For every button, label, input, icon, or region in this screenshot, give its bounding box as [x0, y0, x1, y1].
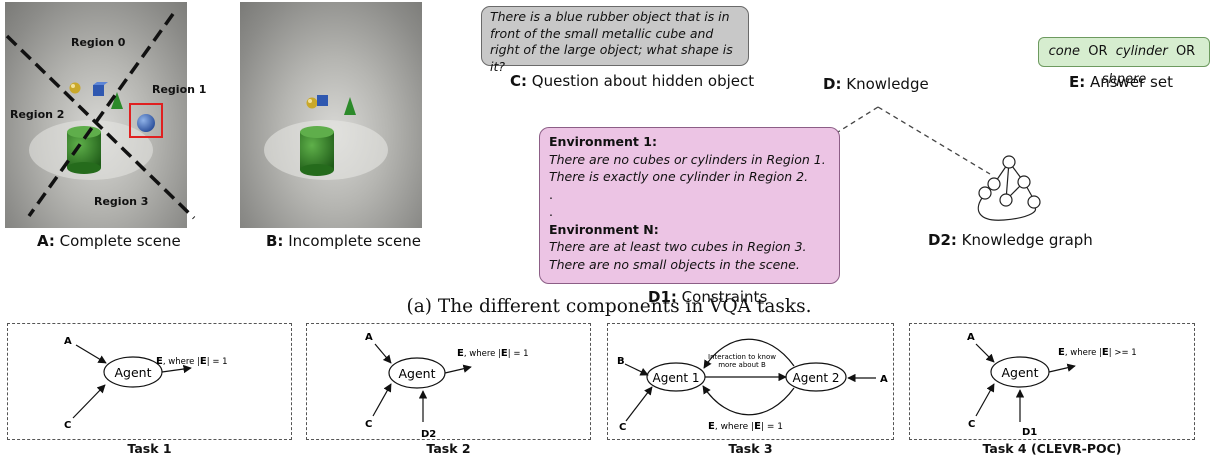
task-1-label: Task 1 — [127, 441, 172, 456]
input-c-label: C — [968, 419, 975, 430]
interaction-label-line-2: more about B — [718, 361, 766, 369]
task-4-panel: Agent A C D1 E, where |E| >= 1 — [909, 323, 1195, 440]
envN-title: Environment N: — [549, 221, 659, 237]
output-e-label: E — [708, 421, 715, 432]
input-a-label: A — [64, 336, 72, 347]
task-2-label: Task 2 — [426, 441, 471, 456]
input-c-label: C — [619, 422, 626, 433]
input-a-label: A — [880, 374, 888, 385]
env1-title: Environment 1: — [549, 134, 657, 149]
input-c-label: C — [365, 419, 372, 430]
agent-node: Agent — [1002, 365, 1039, 380]
caption-c: C: Question about hidden object — [510, 72, 755, 90]
output-e-label-2: E — [754, 421, 761, 432]
svg-text:E, where |E| >= 1: E, where |E| >= 1 — [1058, 347, 1137, 358]
agent-1-node: Agent 1 — [653, 371, 700, 385]
output-e-label: E — [457, 348, 464, 359]
envN-line-1: There are at least two cubes in Region 3… — [549, 239, 807, 254]
output-where-text: , where | — [715, 422, 754, 432]
output-cardinality: | = 1 — [761, 422, 783, 432]
ellipsis-dot-2: . — [549, 204, 553, 219]
caption-d1-visible: D1: Constraints — [648, 288, 768, 306]
incomplete-scene-image — [240, 2, 422, 228]
knowledge-graph-icon — [977, 155, 1041, 221]
caption-a: A: Complete scene — [37, 232, 181, 250]
env1-line-2: There is exactly one cylinder in Region … — [549, 169, 809, 184]
caption-e: E: Answer set — [1069, 73, 1173, 91]
complete-scene-image: Region 0 Region 1 Region 2 Region 3 — [5, 2, 206, 228]
task-3-panel: Agent 1 Agent 2 B C A Interaction to kno… — [607, 323, 894, 440]
output-e-label: E — [156, 356, 163, 367]
agent-node: Agent — [115, 365, 152, 380]
input-d1-label: D1 — [1022, 427, 1037, 438]
region-1-label: Region 1 — [152, 83, 206, 96]
constraints-box: Environment 1: There are no cubes or cyl… — [539, 127, 840, 284]
svg-text:E, where |E| = 1: E, where |E| = 1 — [708, 421, 783, 432]
or-separator-1: OR — [1088, 44, 1108, 59]
task-1-panel: Agent A C E, where |E| = 1 — [7, 323, 292, 440]
caption-d2: D2: Knowledge graph — [928, 231, 1093, 249]
region-0-label: Region 0 — [71, 36, 126, 49]
output-e-label-2: E — [200, 356, 207, 367]
figure-subcaption: (a) The different components in VQA task… — [406, 296, 812, 317]
agent-node: Agent — [399, 366, 436, 381]
answer-option-3: shpere — [1101, 72, 1147, 87]
knowledge-connector-lines — [837, 106, 991, 175]
question-text: There is a blue rubber object that is in… — [490, 9, 733, 74]
env1-line-1: There are no cubes or cylinders in Regio… — [549, 151, 826, 167]
input-a-label: A — [365, 332, 373, 343]
svg-text:E, where |E| = 1: E, where |E| = 1 — [156, 356, 228, 367]
region-2-label: Region 2 — [10, 108, 64, 121]
answer-option-2: cylinder — [1115, 44, 1168, 59]
interaction-label-line-1: Interaction to know — [708, 353, 776, 361]
output-where-text: , where | — [464, 349, 501, 359]
task-3-label: Task 3 — [728, 441, 773, 456]
question-box: There is a blue rubber object that is in… — [481, 6, 749, 74]
output-cardinality: | = 1 — [207, 357, 228, 367]
answer-set-box: cone OR cylinder OR shpere — [1038, 37, 1210, 87]
or-separator-2: OR — [1175, 44, 1196, 59]
ellipsis-dot-1: . — [549, 186, 553, 202]
region-3-label: Region 3 — [94, 195, 148, 208]
output-cardinality: | >= 1 — [1109, 348, 1137, 358]
task-2-panel: Agent A C D2 E, where |E| = 1 — [306, 323, 591, 440]
caption-b: B: Incomplete scene — [266, 232, 422, 250]
svg-text:E, where |E| = 1: E, where |E| = 1 — [457, 348, 529, 359]
caption-d: D: Knowledge — [823, 75, 929, 93]
output-where-text: , where | — [163, 357, 200, 367]
input-b-label: B — [617, 356, 625, 367]
envN-line-2: There are no small objects in the scene. — [549, 256, 800, 272]
answer-option-1: cone — [1048, 44, 1080, 59]
output-e-label: E — [1058, 347, 1065, 358]
output-cardinality: | = 1 — [508, 349, 529, 359]
input-c-label: C — [64, 420, 71, 431]
input-d2-label: D2 — [421, 429, 436, 440]
output-e-label-2: E — [501, 348, 508, 359]
agent-2-node: Agent 2 — [793, 371, 840, 385]
output-where-text: , where | — [1065, 348, 1102, 358]
task-4-label: Task 4 (CLEVR-POC) — [982, 441, 1122, 456]
output-e-label-2: E — [1102, 347, 1109, 358]
input-a-label: A — [967, 332, 975, 343]
